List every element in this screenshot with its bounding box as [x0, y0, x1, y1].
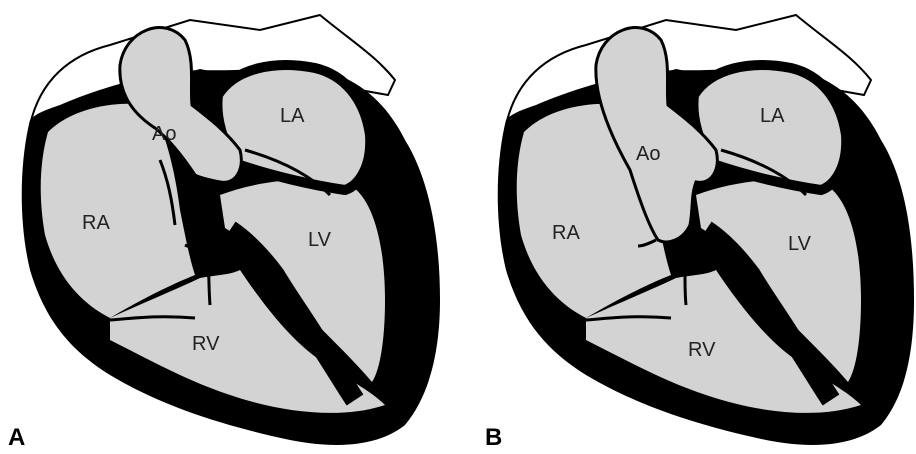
label-rv: RV [192, 333, 220, 355]
label-rv: RV [688, 339, 716, 361]
label-ra: RA [82, 212, 110, 234]
panel-label-a: A [8, 424, 25, 452]
heart-illustration-b: RA Ao LA LV RV [458, 0, 916, 454]
label-la: LA [760, 105, 785, 127]
label-ra: RA [552, 222, 580, 244]
heart-diagram-panel-a: RA Ao LA LV RV A [0, 0, 458, 454]
panel-label-b: B [485, 424, 502, 452]
label-ao: Ao [636, 143, 660, 165]
ventricular-septum-line-b [684, 245, 686, 305]
heart-illustration-a: RA Ao LA LV RV [0, 0, 458, 454]
label-la: LA [280, 105, 305, 127]
label-ao: Ao [152, 123, 176, 145]
label-lv: LV [788, 233, 812, 255]
label-lv: LV [308, 229, 332, 251]
heart-diagram-panel-b: RA Ao LA LV RV B [458, 0, 916, 454]
